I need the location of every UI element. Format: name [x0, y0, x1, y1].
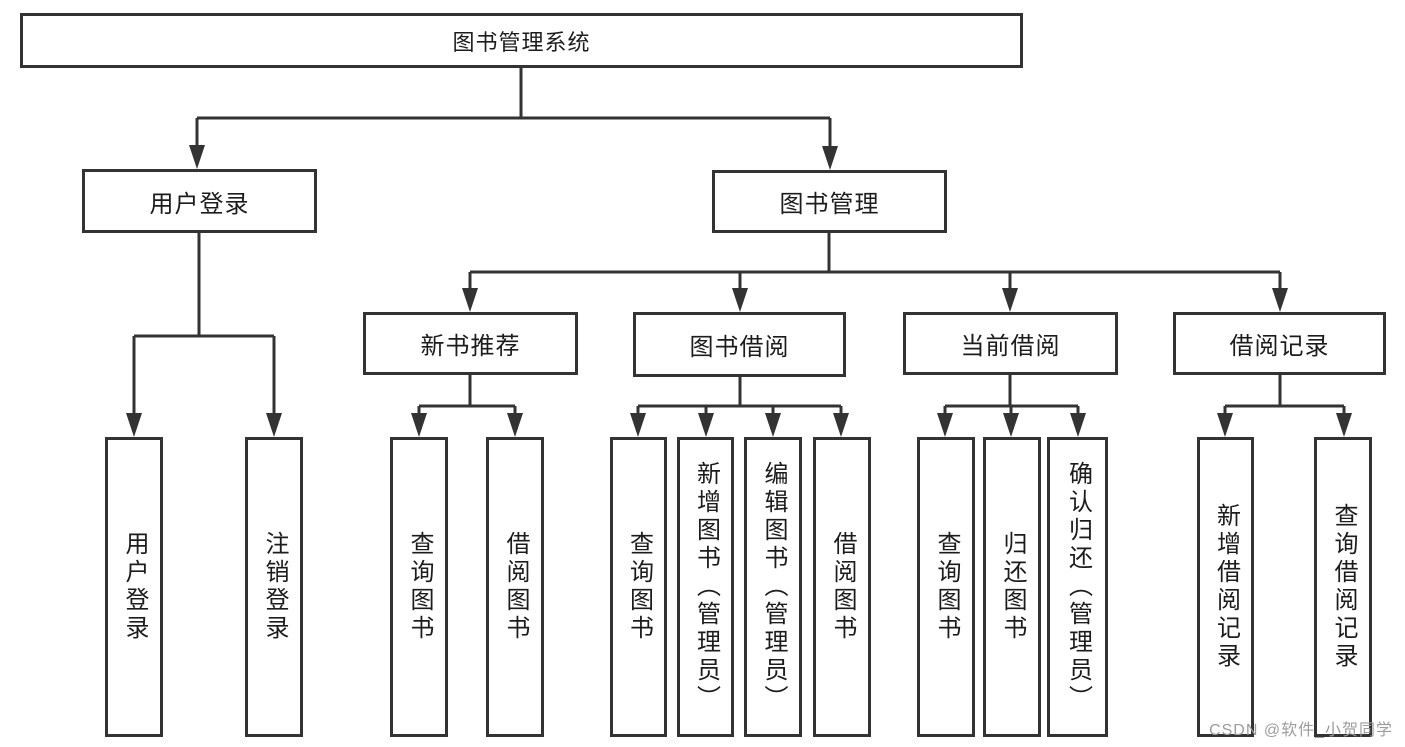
leaf-query-books-borrow-label: 查询图书	[625, 531, 653, 643]
leaf-confirm-return-admin: 确认归还（管理员）	[1047, 437, 1108, 737]
group-borrow-records-label: 借阅记录	[1229, 333, 1330, 360]
group-book-borrow-label: 图书借阅	[689, 334, 790, 361]
leaf-borrow-books-recommend: 借阅图书	[486, 437, 544, 737]
group-new-book-recommend-label: 新书推荐	[420, 333, 521, 360]
leaf-borrow-books-recommend-label: 借阅图书	[502, 531, 529, 643]
arrowheads	[126, 145, 1352, 437]
branch-book-management-label: 图书管理	[779, 191, 880, 218]
branch-book-management: 图书管理	[712, 170, 947, 233]
group-book-borrow: 图书借阅	[633, 312, 846, 377]
leaf-query-books-recommend: 查询图书	[390, 437, 448, 737]
leaf-user-login-label: 用户登录	[121, 531, 148, 643]
root-node-label: 图书管理系统	[452, 29, 591, 55]
leaf-add-borrow-record-label: 新增借阅记录	[1212, 503, 1240, 671]
leaf-logout: 注销登录	[245, 437, 303, 737]
leaf-confirm-return-admin-label: 确认归还（管理员）	[1064, 461, 1092, 713]
leaf-borrow-books-label: 借阅图书	[829, 531, 856, 643]
leaf-borrow-books: 借阅图书	[813, 437, 871, 737]
csdn-watermark: CSDN @软件_小贺同学	[1209, 722, 1393, 739]
leaf-query-borrow-record: 查询借阅记录	[1314, 437, 1372, 737]
leaf-add-books-admin: 新增图书（管理员）	[677, 437, 734, 737]
leaf-add-borrow-record: 新增借阅记录	[1197, 437, 1254, 737]
leaf-return-books-label: 归还图书	[999, 531, 1026, 643]
leaf-query-borrow-record-label: 查询借阅记录	[1330, 503, 1357, 671]
group-borrow-records: 借阅记录	[1173, 312, 1386, 375]
root-node: 图书管理系统	[20, 13, 1023, 68]
branch-user-login-label: 用户登录	[149, 190, 250, 218]
leaf-query-books-current: 查询图书	[917, 437, 975, 737]
leaf-logout-label: 注销登录	[261, 531, 288, 643]
branch-user-login: 用户登录	[82, 169, 317, 233]
leaf-add-books-admin-label: 新增图书（管理员）	[692, 461, 720, 713]
leaf-query-books-current-label: 查询图书	[933, 531, 960, 643]
leaf-query-books-recommend-label: 查询图书	[406, 531, 433, 643]
leaf-edit-books-admin: 编辑图书（管理员）	[744, 437, 802, 737]
leaf-query-books-borrow: 查询图书	[610, 437, 667, 737]
leaf-return-books: 归还图书	[983, 437, 1041, 737]
group-new-book-recommend: 新书推荐	[363, 312, 578, 375]
leaf-edit-books-admin-label: 编辑图书（管理员）	[760, 461, 787, 713]
group-current-borrow-label: 当前借阅	[960, 333, 1061, 360]
leaf-user-login: 用户登录	[105, 437, 163, 737]
group-current-borrow: 当前借阅	[903, 312, 1118, 375]
